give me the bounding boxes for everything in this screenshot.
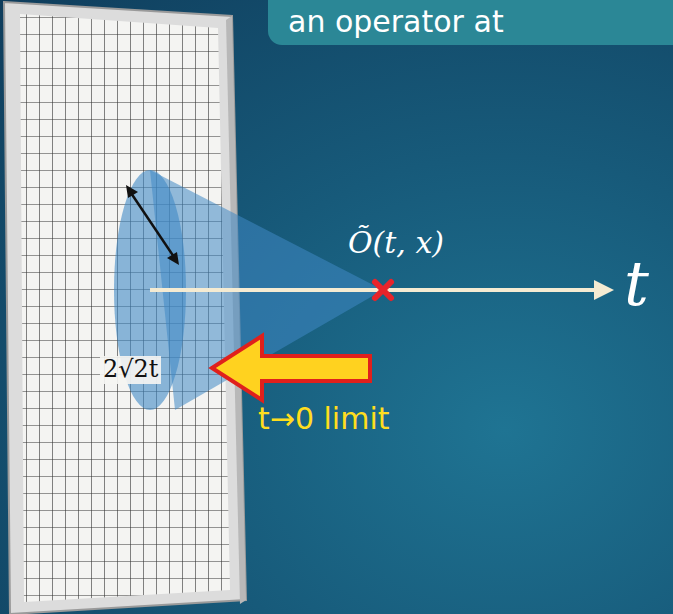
header-text: an operator at [288, 4, 673, 39]
arrowhead [126, 185, 138, 198]
limit-arrow [212, 336, 370, 400]
axis-label: t [624, 248, 649, 319]
radius-label: 2√2t [100, 356, 161, 384]
operator-label: Õ(t, x) [348, 226, 444, 261]
radius-arrow [131, 193, 174, 257]
header-box: an operator at [268, 0, 673, 45]
time-axis [150, 288, 598, 292]
limit-label: t→0 limit [258, 402, 390, 437]
operator-marker [375, 282, 391, 298]
axis-arrowhead [594, 280, 614, 300]
arrowhead [167, 252, 179, 265]
